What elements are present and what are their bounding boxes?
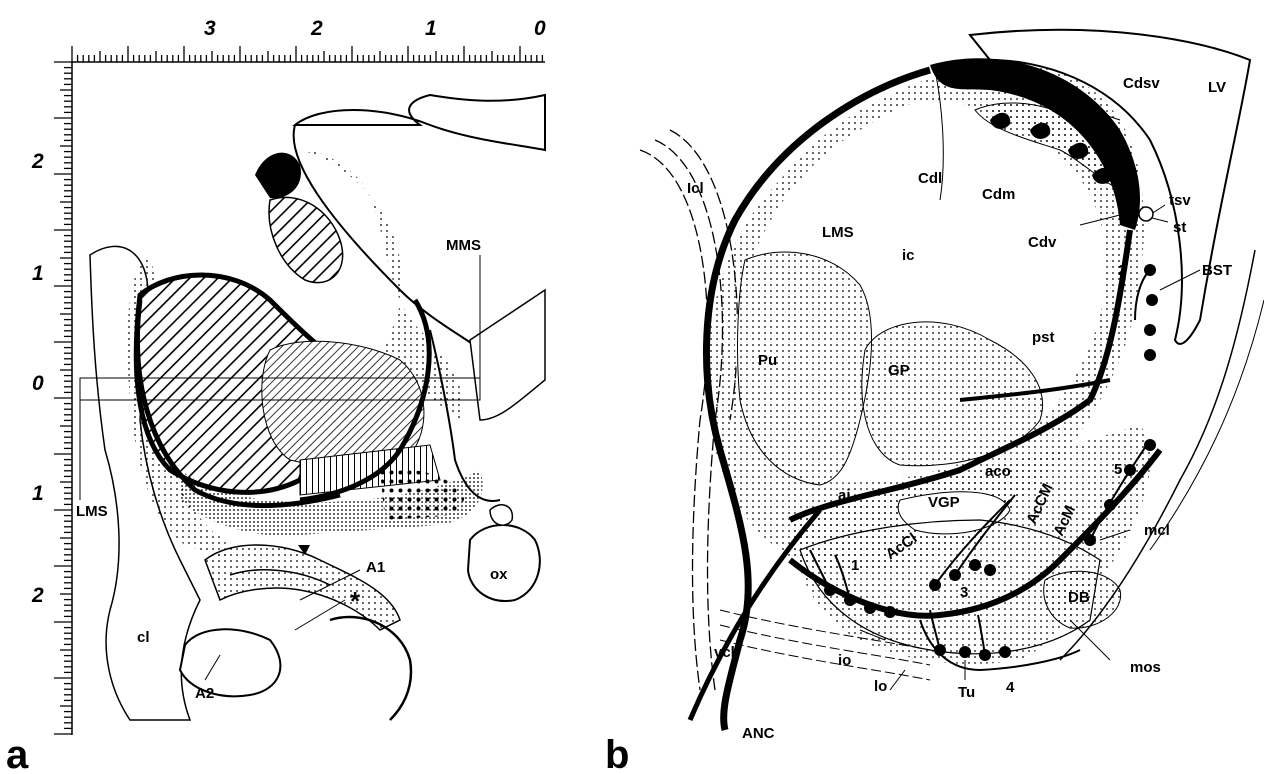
- label-vcl: vcl: [714, 644, 735, 661]
- top-scale-2: 2: [310, 17, 323, 40]
- label-lms-a: LMS: [76, 503, 108, 520]
- lateral-ventricle-wall: [295, 95, 545, 150]
- panel-b: Cdsv LV Icl Cdl Cdm tsv st LMS Cdv ic 2 …: [605, 30, 1264, 774]
- panel-letter-b: b: [605, 733, 629, 774]
- label-ai: ai: [838, 487, 851, 504]
- label-aco: aco: [985, 463, 1011, 480]
- label-bst: BST: [1202, 262, 1232, 279]
- label-asterisk: *: [350, 586, 361, 616]
- left-scale-1-down: 1: [32, 482, 44, 505]
- left-scale-0: 0: [32, 372, 44, 395]
- top-scale-1: 1: [425, 17, 437, 40]
- label-cl: cl: [137, 629, 150, 646]
- external-lamina-dashed-1: [640, 150, 708, 690]
- label-vgp: VGP: [928, 494, 960, 511]
- left-scale-2-up: 2: [31, 150, 44, 173]
- label-4: 4: [1006, 679, 1015, 696]
- medial-tissue: [470, 290, 545, 420]
- caudate-hatched: [269, 197, 343, 282]
- label-mcl: mcl: [1144, 522, 1170, 539]
- label-2: 2: [1118, 262, 1126, 279]
- label-a2: A2: [195, 685, 214, 702]
- label-cdm: Cdm: [982, 186, 1015, 203]
- label-cdl: Cdl: [918, 170, 942, 187]
- optic-chiasm-outline: [468, 525, 540, 601]
- label-ic: ic: [902, 247, 915, 264]
- caudate-dark-cap: [255, 153, 301, 199]
- label-icl: Icl: [687, 180, 704, 197]
- tsv-circle: [1139, 207, 1153, 221]
- label-db: DB: [1068, 589, 1090, 606]
- panel-letter-a: a: [6, 733, 29, 774]
- label-mos: mos: [1130, 659, 1161, 676]
- label-a1: A1: [366, 559, 385, 576]
- label-mms: MMS: [446, 237, 481, 254]
- left-scale-2-down: 2: [31, 584, 44, 607]
- label-pst: pst: [1032, 329, 1055, 346]
- label-lms-b: LMS: [822, 224, 854, 241]
- label-cdsv: Cdsv: [1123, 75, 1160, 92]
- left-scale-1-up: 1: [32, 262, 44, 285]
- top-ruler: [72, 46, 545, 62]
- label-tsv: tsv: [1169, 192, 1191, 209]
- small-structure: [490, 505, 512, 525]
- asterisk-leader-line: [295, 600, 345, 630]
- label-anc: ANC: [742, 725, 775, 742]
- top-scale-3: 3: [204, 17, 216, 40]
- label-tu: Tu: [958, 684, 975, 701]
- label-gp: GP: [888, 362, 910, 379]
- top-scale-0: 0: [534, 17, 546, 40]
- label-pu: Pu: [758, 352, 777, 369]
- label-lo: lo: [874, 678, 887, 695]
- amygdala-a1-region: [205, 545, 400, 630]
- label-io: io: [838, 652, 851, 669]
- panel-a: 3 2 1 0 2 1 0 1 2: [6, 17, 546, 774]
- label-st: st: [1173, 219, 1186, 236]
- label-1: 1: [851, 557, 859, 574]
- label-5: 5: [1114, 461, 1122, 478]
- temporal-outline: [330, 617, 411, 720]
- label-ox: ox: [490, 566, 508, 583]
- left-ruler: [54, 62, 72, 735]
- label-cdv: Cdv: [1028, 234, 1057, 251]
- coarse-dot-region: [380, 469, 465, 520]
- label-lv: LV: [1208, 79, 1226, 96]
- label-3: 3: [960, 584, 968, 601]
